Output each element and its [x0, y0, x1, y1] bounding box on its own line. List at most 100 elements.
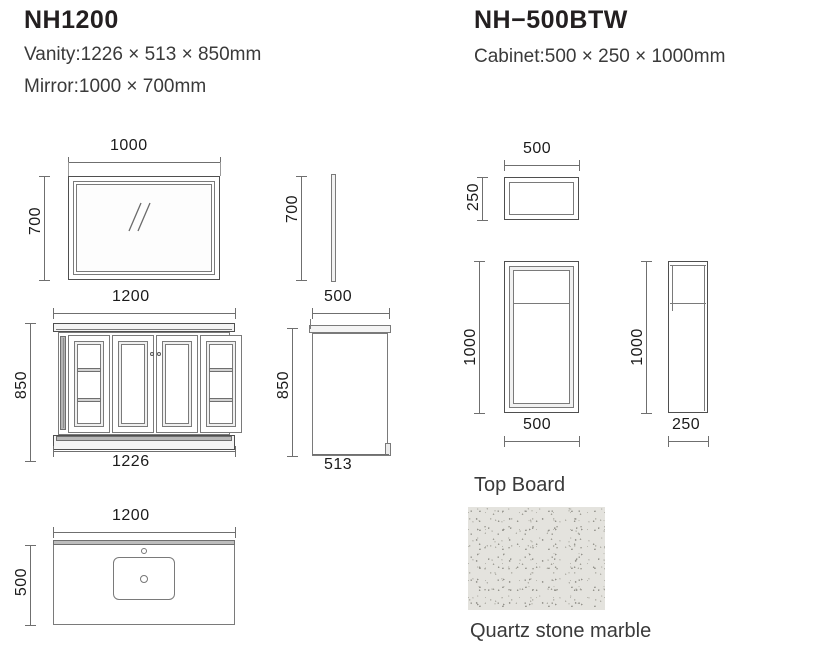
door-panel-face — [165, 344, 189, 424]
door-mullion — [209, 398, 233, 402]
vanity-height-dim-label: 850 — [13, 370, 30, 400]
cabinet-knob-left[interactable] — [150, 352, 154, 356]
dim-ext-line — [68, 162, 69, 176]
dim-tick — [708, 436, 709, 447]
countertop-edge-line — [56, 329, 232, 330]
cabinet-front-view: 1000 500 — [455, 248, 595, 458]
door-mullion — [209, 368, 233, 372]
dim-tick — [39, 176, 50, 177]
mirror-glint-icon — [126, 200, 152, 234]
dim-tick — [296, 280, 307, 281]
door-glass-pane — [77, 344, 101, 424]
mirror-width-dim-label: 1000 — [110, 137, 148, 154]
product-title-nh500btw: NH−500BTW — [474, 6, 628, 34]
product-title-nh1200: NH1200 — [24, 6, 119, 34]
dim-tick — [477, 220, 488, 221]
dim-tick — [312, 308, 313, 319]
dim-tick — [504, 160, 505, 171]
cabinet-plan-depth-dim-line — [482, 177, 483, 220]
vanity-side-height-dim-label: 850 — [275, 370, 292, 400]
product-spec-vanity: Vanity:1226 × 513 × 850mm — [24, 44, 262, 65]
cabinet-side-door-edge — [672, 265, 673, 311]
dim-tick — [389, 308, 390, 319]
mirror-width-dim-line — [68, 162, 220, 163]
cabinet-plan-width-dim-label: 500 — [523, 140, 552, 157]
dim-tick — [474, 261, 485, 262]
dim-tick — [25, 461, 36, 462]
vanity-countertop — [53, 323, 235, 332]
vanity-top-width-dim-line — [53, 313, 235, 314]
vanity-side-view: 500 850 513 — [275, 288, 400, 473]
vanity-side-top-dim-line — [312, 313, 389, 314]
cabinet-plan-view: 500 250 — [455, 132, 645, 242]
mirror-side-view: 700 — [275, 150, 385, 290]
cabinet-plan-inner — [509, 182, 574, 215]
mirror-height-dim-label: 700 — [27, 206, 44, 236]
dim-tick — [579, 436, 580, 447]
pilaster-flute — [63, 338, 64, 428]
dim-tick — [296, 176, 307, 177]
vanity-top-width-dim-label: 1200 — [112, 288, 150, 305]
dim-tick — [287, 328, 298, 329]
cabinet-side-body — [668, 261, 708, 413]
countertop-plan-view: 1200 500 — [0, 495, 290, 645]
vanity-base-width-dim-label: 1226 — [112, 453, 150, 470]
cabinet-side-height-dim-line — [646, 261, 647, 413]
dim-tick — [668, 436, 669, 447]
dim-tick — [641, 261, 652, 262]
door-mullion — [77, 368, 101, 372]
counter-depth-dim-label: 500 — [13, 567, 30, 597]
cabinet-front-width-dim-label: 500 — [523, 416, 552, 433]
dim-tick — [25, 545, 36, 546]
vanity-side-countertop — [309, 325, 391, 333]
cabinet-side-depth-dim-label: 250 — [672, 416, 701, 433]
top-board-heading: Top Board — [474, 474, 566, 496]
dim-tick — [235, 308, 236, 319]
vanity-front-view: 1200 850 1226 — [0, 288, 290, 473]
vanity-side-base-depth-dim-label: 513 — [324, 456, 353, 473]
cabinet-front-divider — [513, 303, 570, 304]
cabinet-front-width-dim-line — [504, 441, 579, 442]
vanity-side-height-dim-line — [292, 328, 293, 456]
cabinet-plan-width-dim-line — [504, 165, 579, 166]
mirror-front-view: 1000 700 — [0, 130, 290, 290]
dim-ext-line — [220, 162, 221, 176]
plinth-top-band — [56, 436, 232, 441]
cabinet-side-height-dim-label: 1000 — [629, 328, 646, 366]
dim-tick — [235, 446, 236, 457]
cabinet-side-view: 1000 250 — [620, 248, 750, 458]
vanity-height-dim-line — [30, 323, 31, 461]
product-spec-mirror: Mirror:1000 × 700mm — [24, 76, 207, 97]
dim-tick — [53, 308, 54, 319]
vanity-side-top-depth-dim-label: 500 — [324, 288, 353, 305]
door-panel-face — [121, 344, 145, 424]
vanity-side-base-dim-line — [312, 454, 389, 455]
dim-tick — [25, 625, 36, 626]
dim-tick — [474, 413, 485, 414]
drain-hole — [140, 575, 148, 583]
dim-tick — [477, 177, 488, 178]
door-glass-pane — [209, 344, 233, 424]
vanity-base-width-dim-line — [53, 451, 235, 452]
cabinet-knob-right[interactable] — [157, 352, 161, 356]
cabinet-side-top-line — [670, 265, 706, 266]
mirror-side-profile — [331, 174, 336, 282]
cabinet-plan-depth-dim-label: 250 — [465, 182, 482, 212]
cabinet-front-height-dim-line — [479, 261, 480, 413]
dim-tick — [53, 446, 54, 457]
mirror-height-dim-line — [44, 176, 45, 280]
mirror-glass — [76, 184, 212, 272]
mirror-side-height-dim-label: 700 — [284, 194, 301, 224]
vanity-side-back-edge — [310, 319, 311, 329]
dim-tick — [641, 413, 652, 414]
dim-tick — [287, 456, 298, 457]
counter-backsplash — [53, 540, 235, 545]
mirror-side-height-dim-line — [301, 176, 302, 280]
product-spec-cabinet: Cabinet:500 × 250 × 1000mm — [474, 46, 726, 67]
cabinet-front-panel — [513, 270, 570, 404]
dim-tick — [53, 527, 54, 538]
door-mullion — [77, 398, 101, 402]
counter-depth-dim-line — [30, 545, 31, 625]
cabinet-side-divider — [670, 303, 706, 304]
top-board-caption: Quartz stone marble — [470, 620, 652, 642]
